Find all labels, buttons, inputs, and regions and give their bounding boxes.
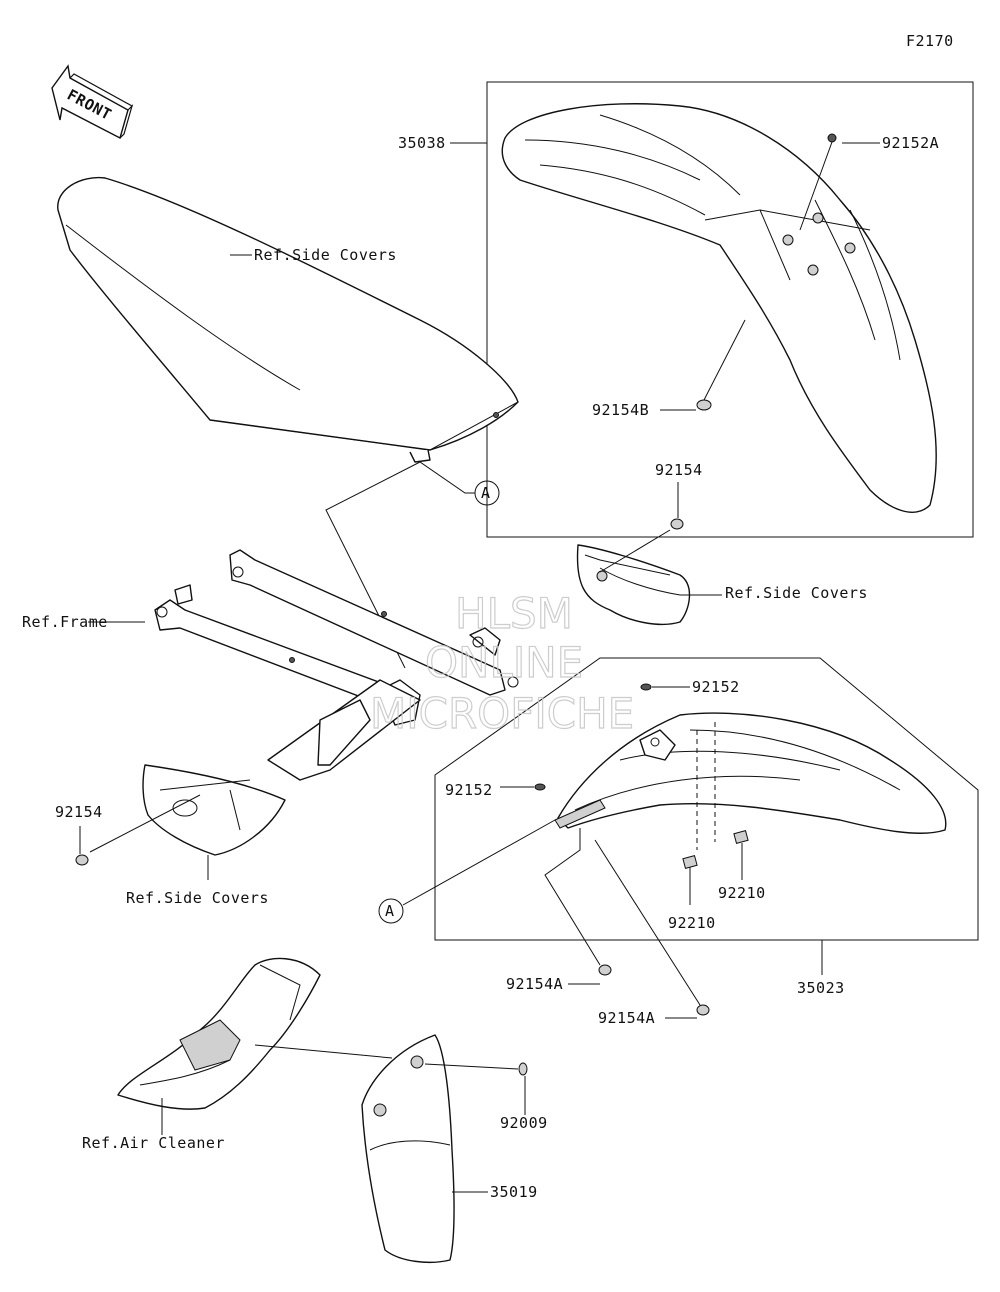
- label-ref-frame: Ref.Frame: [22, 613, 108, 631]
- label-92154b: 92154B: [592, 401, 649, 419]
- label-seat-ref: Ref.Side Covers: [254, 246, 397, 264]
- label-35019: 35019: [490, 1183, 538, 1201]
- label-92152a: 92152A: [882, 134, 939, 152]
- front-arrow-icon: FRONT: [51, 64, 134, 140]
- grommet-icon: [827, 133, 837, 143]
- label-92152-top: 92152: [692, 678, 740, 696]
- label-92210-right: 92210: [718, 884, 766, 902]
- front-fender-box: [486, 81, 974, 538]
- callout-a-bottom-text: A: [385, 902, 395, 920]
- grommet-icon: [640, 683, 652, 691]
- callout-a-bottom: A: [378, 819, 556, 924]
- side-cover-left: [75, 764, 286, 880]
- screw-icon: [518, 1062, 528, 1076]
- number-plate: [361, 1034, 528, 1263]
- diagram-code: F2170: [906, 32, 954, 50]
- watermark-line-1: HLSM: [455, 589, 573, 638]
- bolt-icon: [670, 518, 684, 530]
- label-92154-left: 92154: [55, 803, 103, 821]
- rear-fender-box: [434, 657, 979, 941]
- subframe: [88, 549, 519, 781]
- side-cover-right: [576, 482, 722, 625]
- bolt-icon: [696, 1004, 710, 1016]
- nut-icon: [733, 830, 749, 844]
- label-side-cover-left: Ref.Side Covers: [126, 889, 269, 907]
- label-92154a-right: 92154A: [598, 1009, 655, 1027]
- grommet-icon: [534, 783, 546, 791]
- watermark-line-3: MICROFICHE: [370, 689, 634, 738]
- label-92210-left: 92210: [668, 914, 716, 932]
- watermark-line-2: ONLINE: [425, 638, 583, 687]
- watermark: HLSM ONLINE MICROFICHE: [369, 588, 634, 738]
- bolt-icon: [696, 399, 712, 411]
- label-92152-left: 92152: [445, 781, 493, 799]
- label-92154a-left: 92154A: [506, 975, 563, 993]
- label-side-cover-right: Ref.Side Covers: [725, 584, 868, 602]
- bolt-icon: [75, 854, 89, 866]
- label-92154-top: 92154: [655, 461, 703, 479]
- label-35038: 35038: [398, 134, 446, 152]
- rear-fender: [500, 683, 947, 1019]
- callout-a-top-text: A: [481, 484, 491, 502]
- front-fender: [450, 103, 937, 513]
- nut-icon: [682, 855, 698, 869]
- label-35023: 35023: [797, 979, 845, 997]
- air-cleaner: [117, 957, 393, 1135]
- label-air-cleaner-ref: Ref.Air Cleaner: [82, 1134, 225, 1152]
- callout-a-top: A: [325, 461, 500, 669]
- label-92009: 92009: [500, 1114, 548, 1132]
- bolt-icon: [598, 964, 612, 976]
- seat: [57, 176, 519, 463]
